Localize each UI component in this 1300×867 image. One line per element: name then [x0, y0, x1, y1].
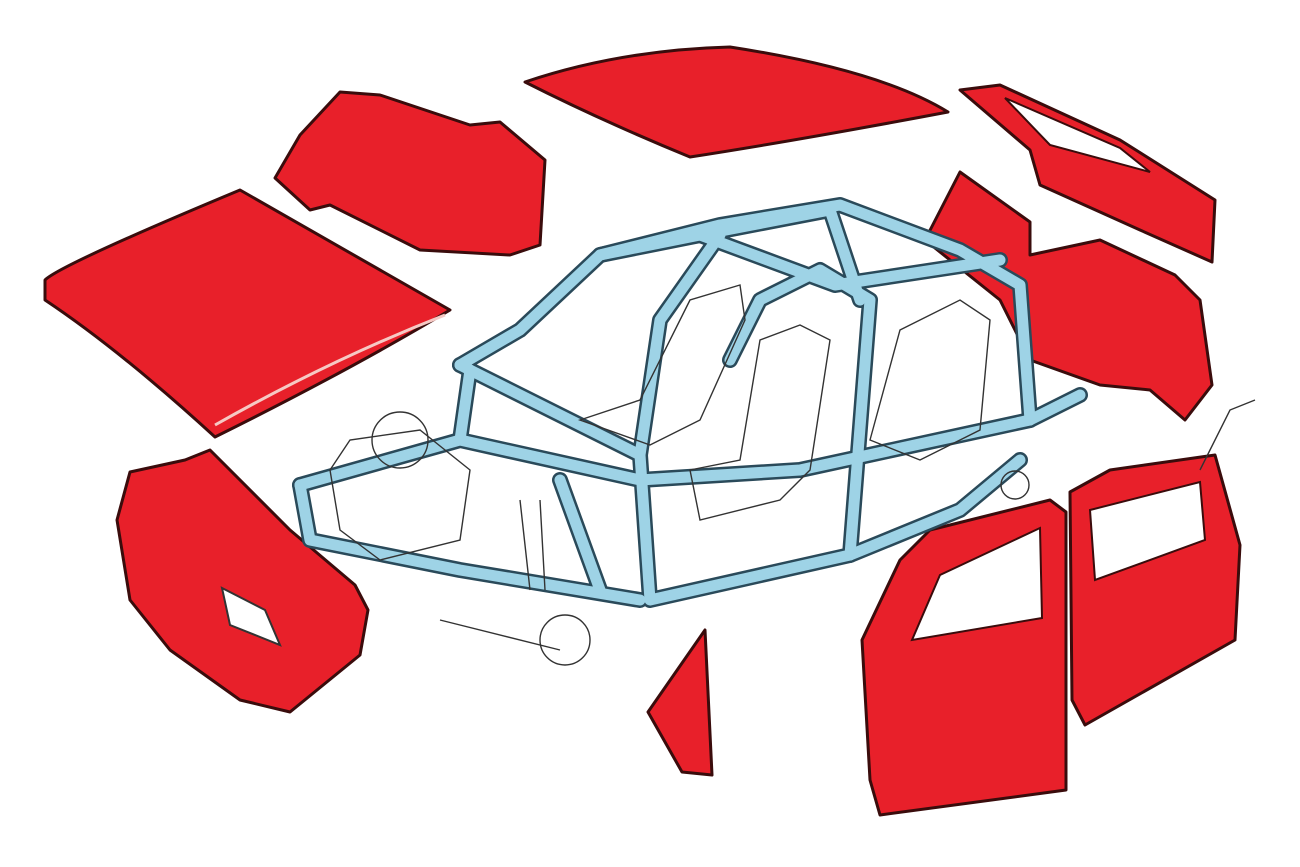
front-door-window: [910, 526, 1044, 642]
exhaust-pipe: [1199, 399, 1256, 471]
rear-hatch-panel: [958, 83, 1217, 264]
front-brake-disc: [539, 614, 591, 666]
rear-door-window: [1088, 480, 1207, 582]
hood-highlight: [214, 313, 446, 427]
front-fender-panel: [646, 628, 714, 777]
front-seat-left: [577, 284, 746, 446]
engine: [329, 429, 471, 561]
body-in-white-frame: [292, 197, 1088, 608]
headlight: [220, 586, 282, 647]
front-bumper-panel: [115, 448, 370, 714]
hood-panel: [43, 188, 452, 439]
air-cleaner: [371, 411, 429, 469]
front-cowl-panel: [273, 90, 547, 257]
rear-seat: [869, 299, 991, 461]
rear-quarter-panel: [923, 170, 1214, 422]
hatch-window-opening: [1004, 97, 1151, 173]
roof-panel: [523, 45, 950, 159]
seats-and-mechanicals-lineart: [329, 284, 1256, 666]
suspension-strut: [439, 499, 561, 651]
front-seat: [689, 324, 831, 521]
rear-wheel-hub: [1000, 470, 1030, 500]
